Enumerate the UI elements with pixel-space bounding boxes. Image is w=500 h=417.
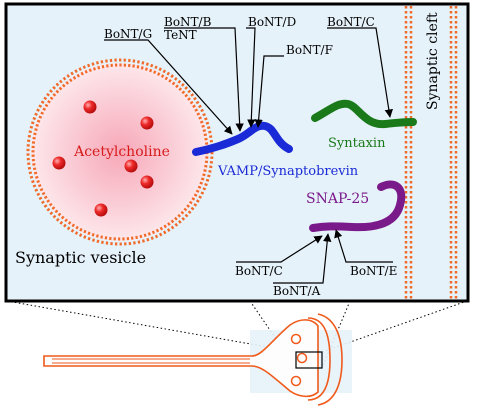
presynaptic-membrane xyxy=(404,6,413,299)
terminal-vesicle xyxy=(296,352,308,364)
acetylcholine-molecule xyxy=(94,203,108,217)
terminal-vesicle xyxy=(290,375,302,387)
synaptic-terminal xyxy=(307,317,331,401)
terminal-vesicle xyxy=(290,333,302,345)
vamp-protein xyxy=(192,121,293,156)
bont-d-label: BoNT/D xyxy=(248,15,296,29)
bont-c-top-label: BoNT/C xyxy=(327,15,375,29)
toxin-pointers xyxy=(104,27,393,284)
axon xyxy=(43,319,319,398)
acetylcholine-molecule xyxy=(83,100,97,114)
acetylcholine-label: Acetylcholine xyxy=(73,144,170,160)
acetylcholine-molecule xyxy=(140,175,154,189)
snap25-protein xyxy=(309,180,406,232)
syntaxin-protein xyxy=(311,99,417,129)
synaptic-vesicle-label: Synaptic vesicle xyxy=(15,248,146,267)
postsynaptic-membrane xyxy=(449,6,458,299)
bont-e-label: BoNT/E xyxy=(350,264,397,278)
acetylcholine-molecule xyxy=(140,116,154,130)
syntaxin-label: Syntaxin xyxy=(328,136,386,151)
tent-label: TeNT xyxy=(164,28,197,42)
snap25-label: SNAP-25 xyxy=(306,191,369,207)
bont-f-label: BoNT/F xyxy=(286,43,333,57)
bont-g-label: BoNT/G xyxy=(104,27,152,41)
acetylcholine-molecules xyxy=(52,100,154,217)
bont-a-label: BoNT/A xyxy=(273,284,321,298)
acetylcholine-molecule xyxy=(52,156,66,170)
vamp-label: VAMP/Synaptobrevin xyxy=(217,164,359,179)
zoom-box xyxy=(295,351,323,369)
bont-c-bottom-label: BoNT/C xyxy=(235,264,283,278)
zoom-panel: Synaptic cleft Acetylcholine Synaptic ve… xyxy=(4,2,470,303)
acetylcholine-molecule xyxy=(124,159,138,173)
neuron-overview xyxy=(43,313,352,406)
synaptic-cleft-label: Synaptic cleft xyxy=(425,12,441,110)
bont-b-label: BoNT/B xyxy=(164,15,212,29)
